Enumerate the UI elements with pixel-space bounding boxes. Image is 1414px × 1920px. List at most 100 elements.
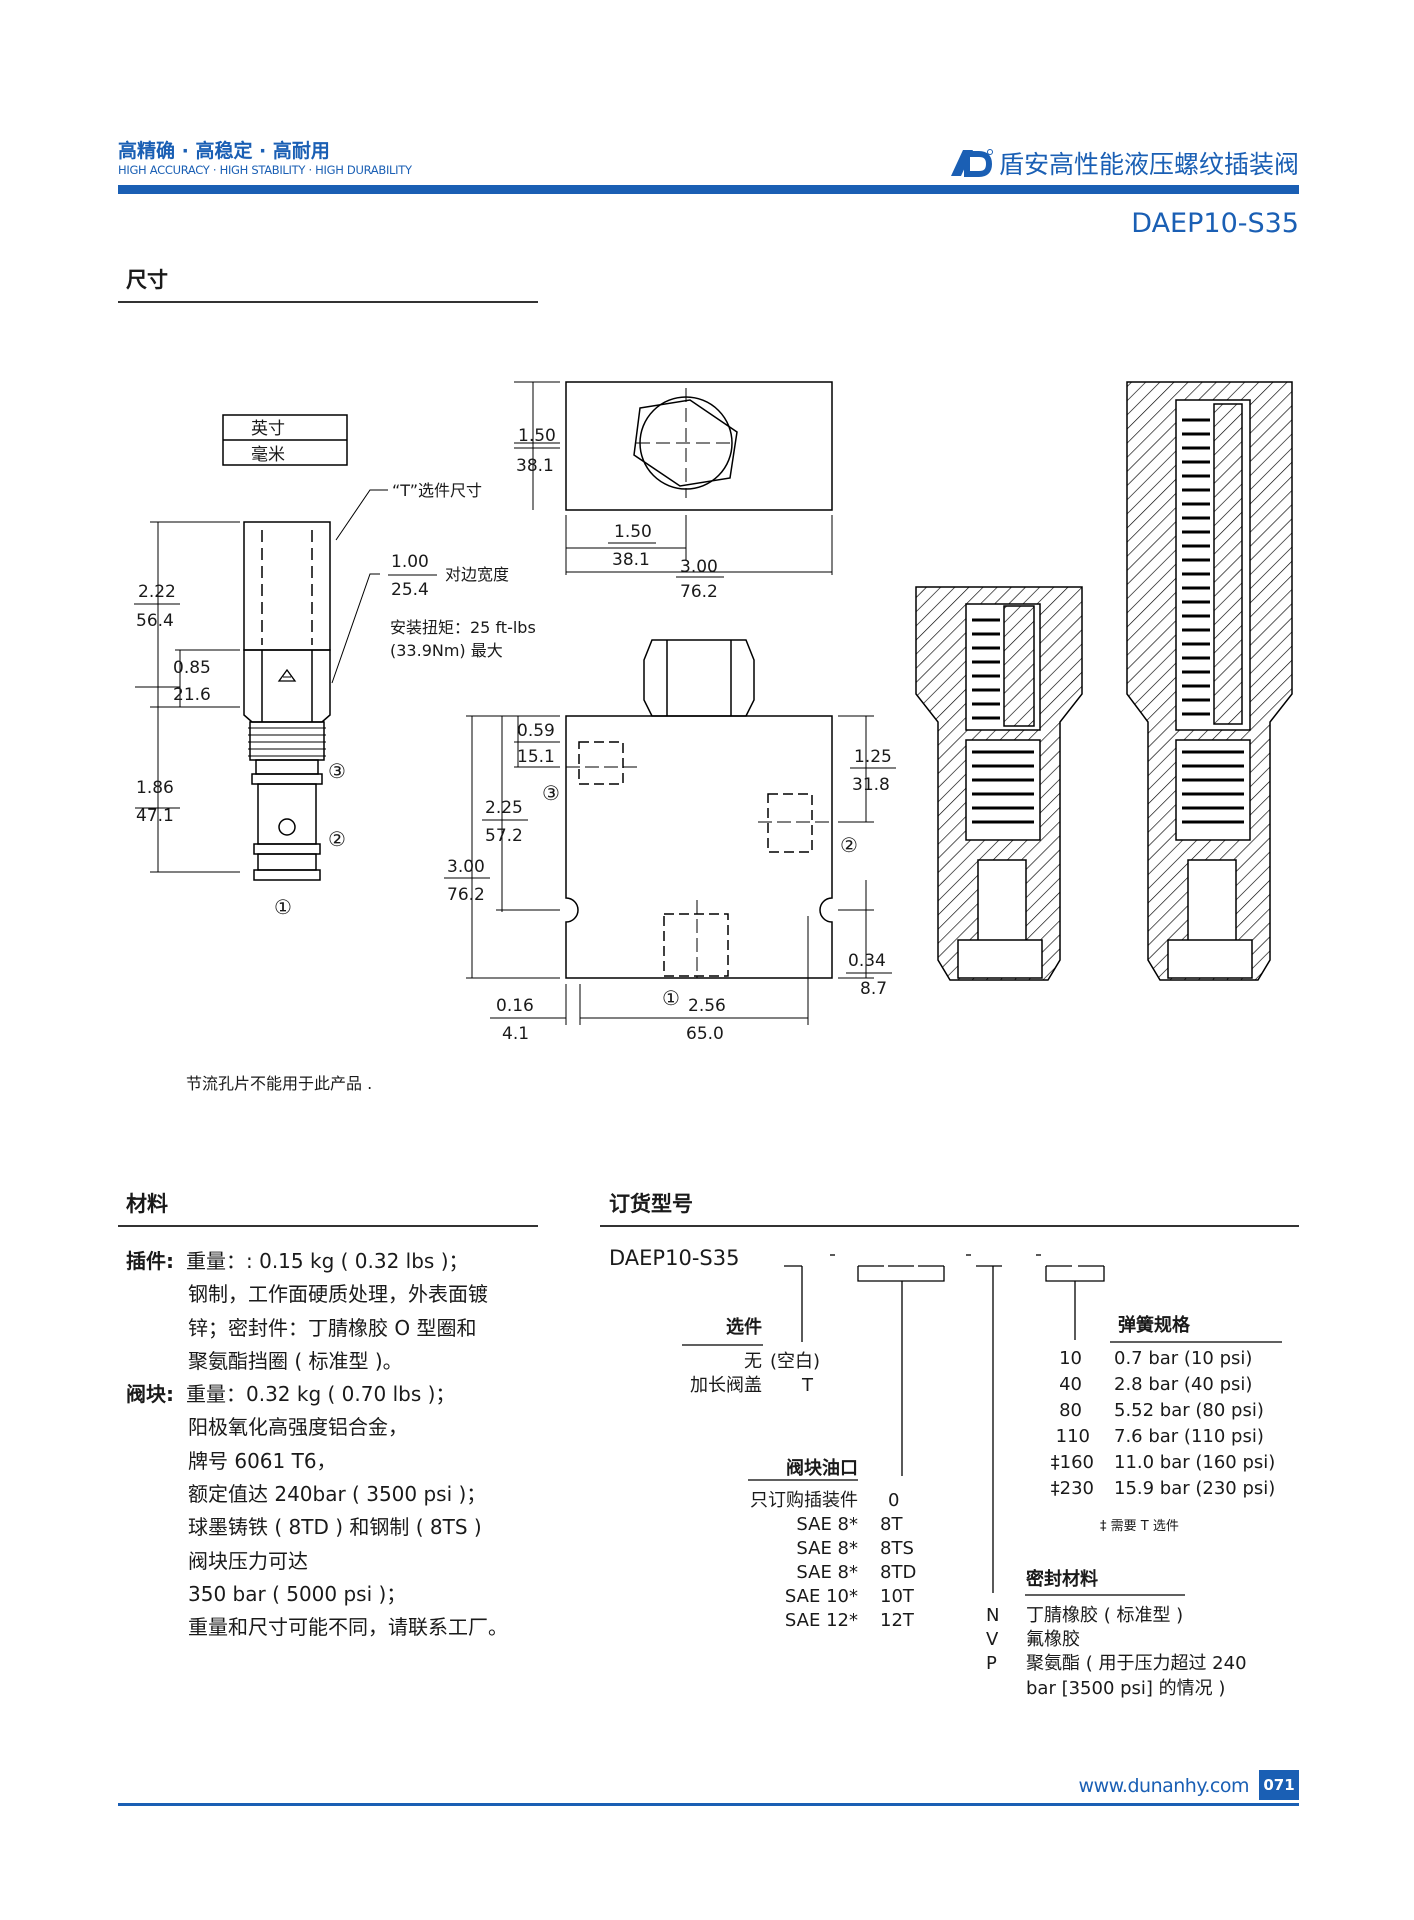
spring-value: 2.8 bar (40 psi): [1114, 1374, 1252, 1395]
dim-mm: 76.2: [447, 885, 485, 905]
cartridge-section-view: [915, 586, 1083, 981]
materials-list: 插件: 重量：: 0.15 kg ( 0.32 lbs )； 钢制，工作面硬质处理…: [126, 1245, 606, 1645]
seal-code: N: [986, 1605, 999, 1626]
block-port-name: SAE 10*: [785, 1586, 858, 1607]
dim-in: 3.00: [680, 557, 718, 577]
cartridge-side-view: [243, 521, 331, 881]
port-1-label: ①: [662, 986, 680, 1010]
port-2-label: ②: [840, 833, 858, 857]
spring-value: 0.7 bar (10 psi): [1114, 1348, 1252, 1369]
block-port-name: SAE 8*: [796, 1514, 858, 1535]
dim-in: 0.85: [173, 658, 211, 678]
block-top-view: [565, 381, 833, 511]
torque-line-1: 安装扭矩：25 ft-lbs: [390, 618, 536, 637]
block-line: 350 bar ( 5000 psi )；: [188, 1581, 407, 1606]
seal-value: 氟橡胶: [1026, 1629, 1080, 1650]
ordering-divider: [600, 1225, 1299, 1227]
header-bar: [118, 185, 1299, 194]
dim-mm: 4.1: [502, 1024, 529, 1044]
port-2-label: ②: [328, 827, 346, 851]
block-line: 阀块压力可达: [188, 1548, 308, 1573]
torque-line-2: (33.9Nm) 最大: [390, 641, 503, 660]
dim-in: 3.00: [447, 857, 485, 877]
option-name: 加长阀盖: [690, 1375, 762, 1396]
spring-code: ‡160: [1051, 1452, 1094, 1473]
insert-line: 聚氨酯挡圈 ( 标准型 )。: [188, 1348, 403, 1373]
option-code: (空白): [770, 1351, 820, 1372]
block-line: 阳极氧化高强度铝合金，: [188, 1415, 408, 1440]
block-port-code: 8TD: [880, 1562, 916, 1583]
seal-value: 丁腈橡胶 ( 标准型 ): [1026, 1605, 1183, 1626]
block-port-code: 0: [888, 1490, 899, 1511]
brand-name: 盾安高性能液压螺纹插装阀: [998, 150, 1299, 179]
insert-label: 插件:: [126, 1249, 174, 1273]
dim-mm: 21.6: [173, 685, 211, 705]
insert-line: 锌；密封件：丁腈橡胶 O 型圈和: [188, 1315, 477, 1340]
dim-in: 1.50: [614, 522, 652, 542]
dim-in: 1.86: [136, 778, 174, 798]
dimensions-title: 尺寸: [126, 268, 168, 292]
dim-mm: 38.1: [516, 456, 554, 476]
page-number: 071: [1259, 1770, 1299, 1800]
brand: 盾安高性能液压螺纹插装阀: [949, 145, 1299, 181]
cartridge-logo-icon: [277, 668, 297, 682]
block-port-name: SAE 8*: [796, 1538, 858, 1559]
dim-mm: 38.1: [612, 550, 650, 570]
block-line: 牌号 6061 T6，: [188, 1448, 337, 1473]
dim-in: 0.59: [517, 721, 555, 741]
spring-code: 10: [1059, 1348, 1082, 1369]
seal-code: V: [986, 1629, 999, 1650]
spring-code: 110: [1056, 1426, 1090, 1447]
dim-mm: 47.1: [136, 806, 174, 826]
dim-in: 0.34: [848, 951, 886, 971]
legend-inch: 英寸: [251, 419, 285, 439]
dim-mm: 31.8: [852, 775, 890, 795]
seal-title: 密封材料: [1026, 1568, 1098, 1590]
t-option-label: “T”选件尺寸: [392, 481, 482, 500]
ordering-title: 订货型号: [609, 1192, 693, 1216]
dim-in: 2.22: [138, 582, 176, 602]
spring-value: 15.9 bar (230 psi): [1114, 1478, 1275, 1499]
materials-divider: [118, 1225, 538, 1227]
materials-title: 材料: [126, 1192, 168, 1216]
port-1-label: ①: [274, 895, 292, 919]
dim-mm: 65.0: [686, 1024, 724, 1044]
dim-in: 1.00: [391, 552, 429, 572]
block-port-code: 10T: [880, 1586, 915, 1607]
spring-value: 7.6 bar (110 psi): [1114, 1426, 1264, 1447]
brand-logo-icon: [950, 149, 993, 177]
block-line: 重量和尺寸可能不同，请联系工厂。: [188, 1615, 508, 1640]
spring-note: ‡ 需要 T 选件: [1100, 1519, 1179, 1534]
block-line: 额定值达 240bar ( 3500 psi )；: [188, 1482, 487, 1507]
spring-code: ‡230: [1051, 1478, 1094, 1499]
block-label: 阀块:: [126, 1382, 174, 1407]
dim-in: 0.16: [496, 996, 534, 1016]
legend-mm: 毫米: [251, 445, 285, 465]
spring-value: 5.52 bar (80 psi): [1114, 1400, 1264, 1421]
cartridge-extended-section-view: [1126, 381, 1293, 981]
insert-line: 重量：: 0.15 kg ( 0.32 lbs )；: [186, 1249, 469, 1273]
option-code: T: [801, 1375, 814, 1396]
dim-mm: 25.4: [391, 580, 429, 600]
seal-extra: bar [3500 psi] 的情况 ): [1026, 1678, 1225, 1699]
header-tagline-en: HIGH ACCURACY · HIGH STABILITY · HIGH DU…: [118, 163, 412, 177]
footer-url[interactable]: www.dunanhy.com: [1078, 1775, 1250, 1797]
block-port-name: 只订购插装件: [750, 1490, 858, 1511]
spring-code: 40: [1059, 1374, 1082, 1395]
block-line: 球墨铸铁 ( 8TD ) 和钢制 ( 8TS ): [188, 1515, 482, 1540]
block-port-name: SAE 12*: [785, 1610, 858, 1631]
dim-mm: 15.1: [517, 747, 555, 767]
insert-line: 钢制，工作面硬质处理，外表面镀: [188, 1282, 488, 1307]
dim-in: 2.56: [688, 996, 726, 1016]
option-title: 选件: [726, 1316, 762, 1338]
block-front-view: [565, 639, 833, 979]
dim-in: 1.25: [854, 747, 892, 767]
dim-mm: 57.2: [485, 826, 523, 846]
hex-label: 对边宽度: [445, 565, 509, 584]
dim-mm: 76.2: [680, 582, 718, 602]
block-port-name: SAE 8*: [796, 1562, 858, 1583]
dim-in: 2.25: [485, 798, 523, 818]
spring-title: 弹簧规格: [1118, 1314, 1191, 1336]
